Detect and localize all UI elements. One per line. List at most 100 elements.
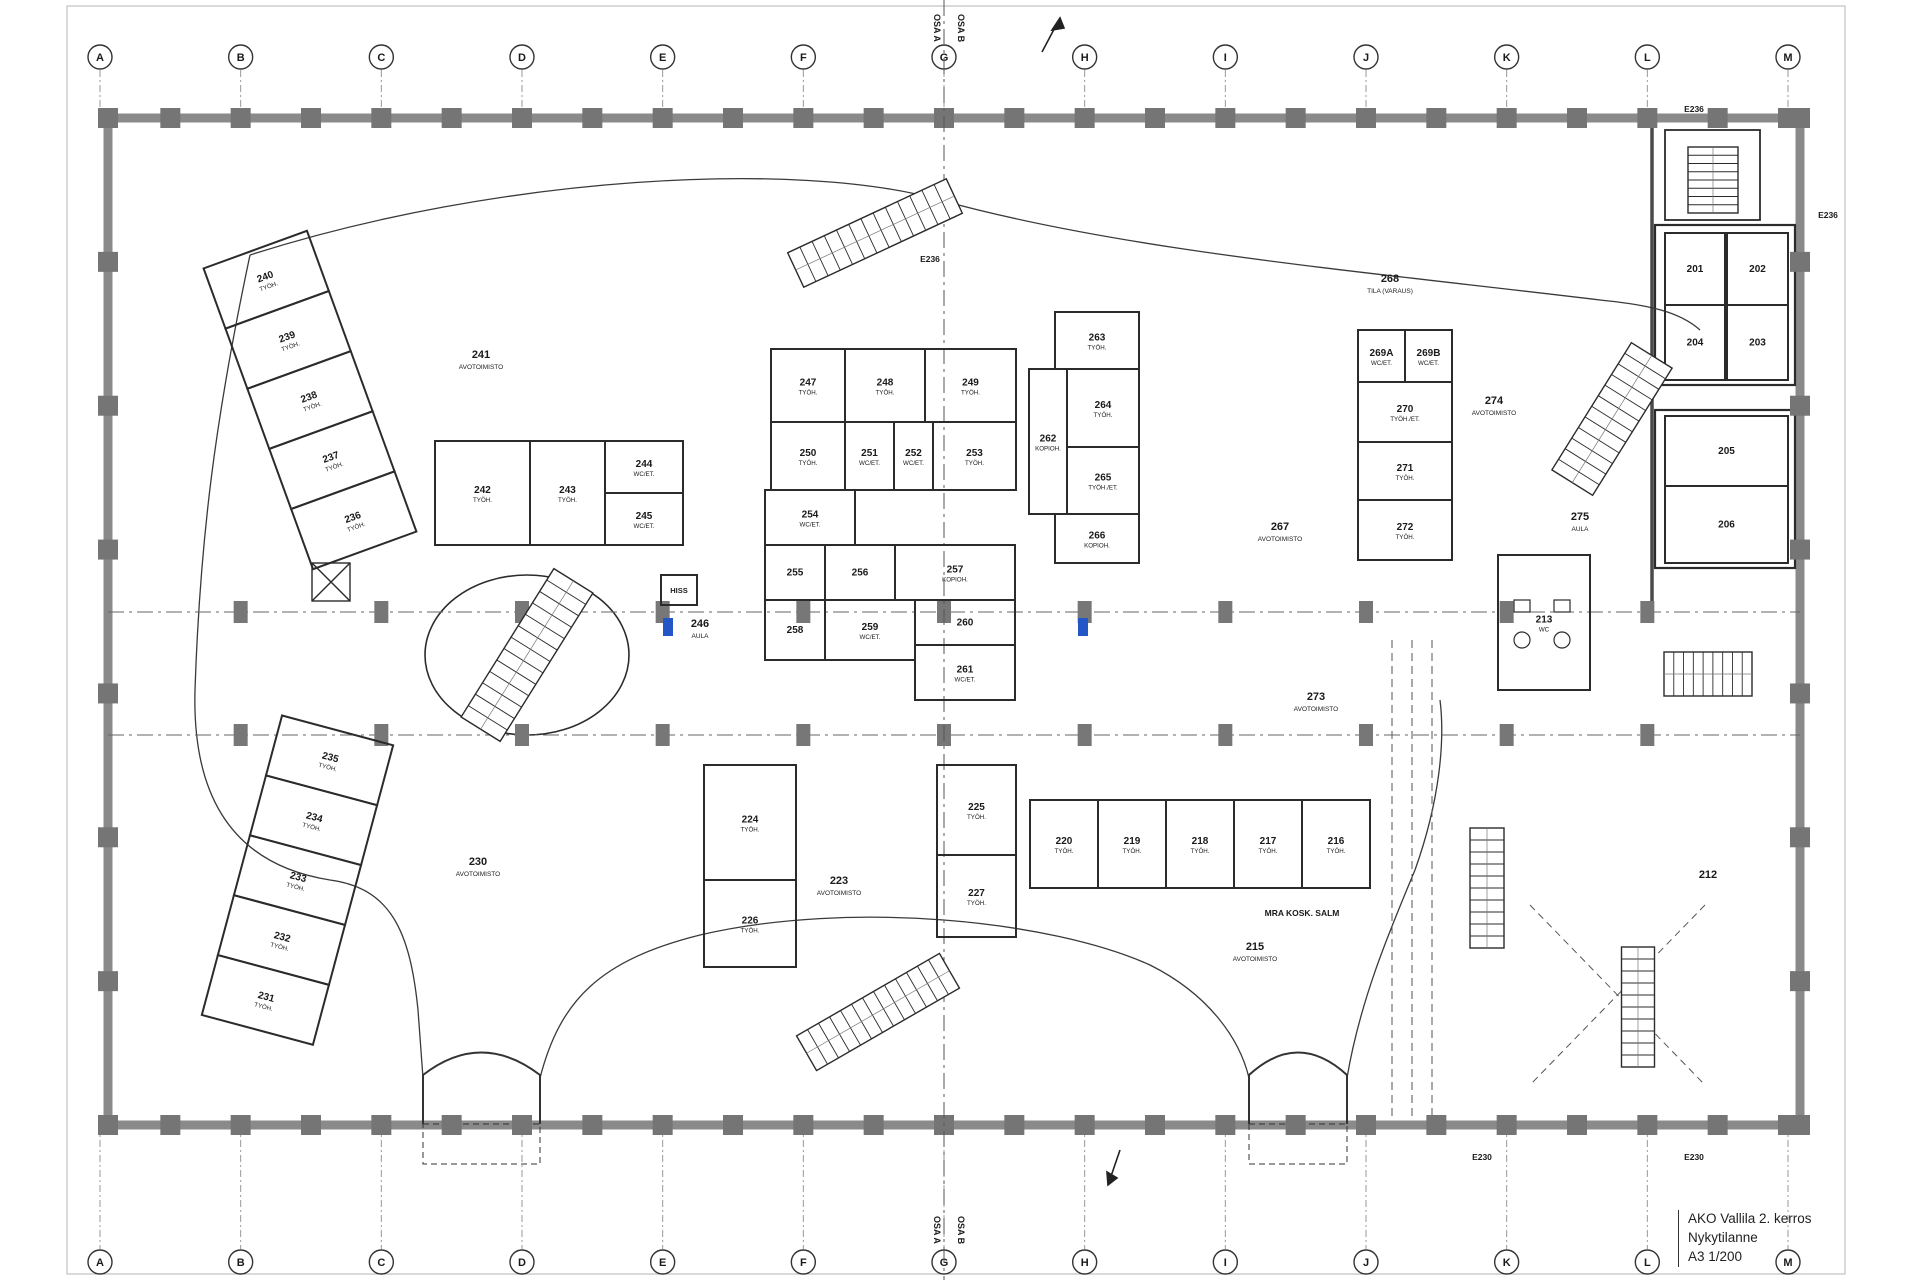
grid-marker-I-top: I: [1212, 44, 1239, 118]
grid-marker-J-bottom: J: [1353, 1125, 1379, 1275]
svg-text:TYÖH.: TYÖH.: [799, 390, 818, 397]
svg-text:AVOTOIMISTO: AVOTOIMISTO: [817, 890, 861, 897]
svg-text:F: F: [800, 52, 807, 64]
grid-marker-A-bottom: A: [87, 1125, 113, 1275]
svg-text:TYÖH.: TYÖH.: [1327, 848, 1346, 855]
grid-marker-J-top: J: [1353, 44, 1379, 118]
svg-text:204: 204: [1687, 338, 1704, 349]
svg-text:J: J: [1363, 1257, 1369, 1269]
svg-text:203: 203: [1749, 338, 1766, 349]
shaft-box: [311, 562, 351, 602]
svg-text:265: 265: [1095, 473, 1112, 484]
svg-text:268: 268: [1381, 273, 1399, 285]
wall-pilasters: [98, 108, 1810, 1135]
grid-marker-D-top: D: [509, 44, 535, 118]
room-258: 258: [764, 599, 826, 661]
svg-text:244: 244: [636, 459, 653, 470]
svg-text:241: 241: [472, 349, 490, 361]
svg-text:M: M: [1783, 52, 1792, 64]
travel-lines: [1529, 904, 1706, 1086]
svg-text:K: K: [1503, 1257, 1511, 1269]
svg-text:TYÖH./ET.: TYÖH./ET.: [1390, 416, 1420, 423]
svg-text:AVOTOIMISTO: AVOTOIMISTO: [1258, 536, 1302, 543]
svg-text:HISS: HISS: [670, 586, 688, 595]
svg-text:201: 201: [1687, 264, 1704, 275]
svg-text:AVOTOIMISTO: AVOTOIMISTO: [456, 871, 500, 878]
grid-marker-H-bottom: H: [1071, 1125, 1098, 1275]
svg-text:TILA (VARAUS): TILA (VARAUS): [1367, 288, 1413, 295]
stair-right: [1550, 341, 1674, 497]
svg-text:WC: WC: [1539, 627, 1550, 634]
svg-text:232: 232: [273, 930, 292, 945]
svg-text:WC/ET.: WC/ET.: [903, 460, 924, 467]
svg-text:WC/ET.: WC/ET.: [859, 460, 880, 467]
svg-text:OSA A: OSA A: [932, 1216, 942, 1244]
svg-text:206: 206: [1718, 520, 1735, 531]
grid-marker-D-bottom: D: [509, 1125, 535, 1275]
svg-text:234: 234: [305, 810, 324, 825]
svg-text:WC/ET.: WC/ET.: [1371, 360, 1392, 367]
stair-bottom-left: [795, 952, 961, 1072]
corridor-piers: [233, 601, 1655, 746]
svg-text:A: A: [96, 52, 104, 64]
svg-text:260: 260: [957, 618, 974, 629]
svg-text:261: 261: [957, 665, 974, 676]
svg-text:D: D: [518, 1257, 526, 1269]
svg-text:AVOTOIMISTO: AVOTOIMISTO: [1233, 956, 1277, 963]
svg-text:TYÖH.: TYÖH.: [302, 822, 322, 834]
svg-text:TYÖH.: TYÖH.: [1094, 412, 1113, 419]
svg-text:219: 219: [1124, 836, 1141, 847]
svg-text:202: 202: [1749, 264, 1766, 275]
svg-text:I: I: [1224, 52, 1227, 64]
svg-text:K: K: [1503, 52, 1511, 64]
wing-block-lower: [1653, 408, 1797, 570]
svg-text:212: 212: [1699, 869, 1717, 881]
svg-text:242: 242: [474, 485, 491, 496]
svg-text:WC/ET.: WC/ET.: [800, 522, 821, 529]
grid-marker-C-top: C: [368, 44, 395, 118]
blue-marker-1: [663, 618, 673, 636]
svg-text:E: E: [659, 52, 666, 64]
svg-text:269A: 269A: [1370, 348, 1394, 359]
svg-text:224: 224: [742, 815, 759, 826]
label-e236: E236: [1684, 104, 1704, 114]
svg-text:255: 255: [787, 568, 804, 579]
svg-text:WC/ET.: WC/ET.: [634, 471, 655, 478]
wc-fixtures: [1513, 599, 1571, 649]
svg-text:C: C: [377, 52, 385, 64]
grid-marker-C-bottom: C: [368, 1125, 395, 1275]
svg-text:KOPIOH.: KOPIOH.: [1035, 446, 1061, 453]
svg-text:E: E: [659, 1257, 666, 1269]
svg-text:B: B: [237, 1257, 245, 1269]
svg-text:253: 253: [966, 448, 983, 459]
svg-text:205: 205: [1718, 446, 1735, 457]
north-arrow-bottom: [1106, 1149, 1121, 1187]
svg-text:TYÖH.: TYÖH.: [1088, 345, 1107, 352]
grid-marker-F-top: F: [790, 44, 817, 118]
stair-shaft-top-right: [1664, 129, 1761, 221]
label-e236: E236: [1818, 210, 1838, 220]
svg-text:216: 216: [1328, 836, 1345, 847]
svg-text:J: J: [1363, 52, 1369, 64]
svg-text:245: 245: [636, 511, 653, 522]
svg-text:L: L: [1644, 52, 1651, 64]
svg-text:TYÖH.: TYÖH.: [965, 460, 984, 467]
svg-text:I: I: [1224, 1257, 1227, 1269]
svg-text:OSA B: OSA B: [956, 14, 966, 43]
label-e230: E230: [1684, 1152, 1704, 1162]
